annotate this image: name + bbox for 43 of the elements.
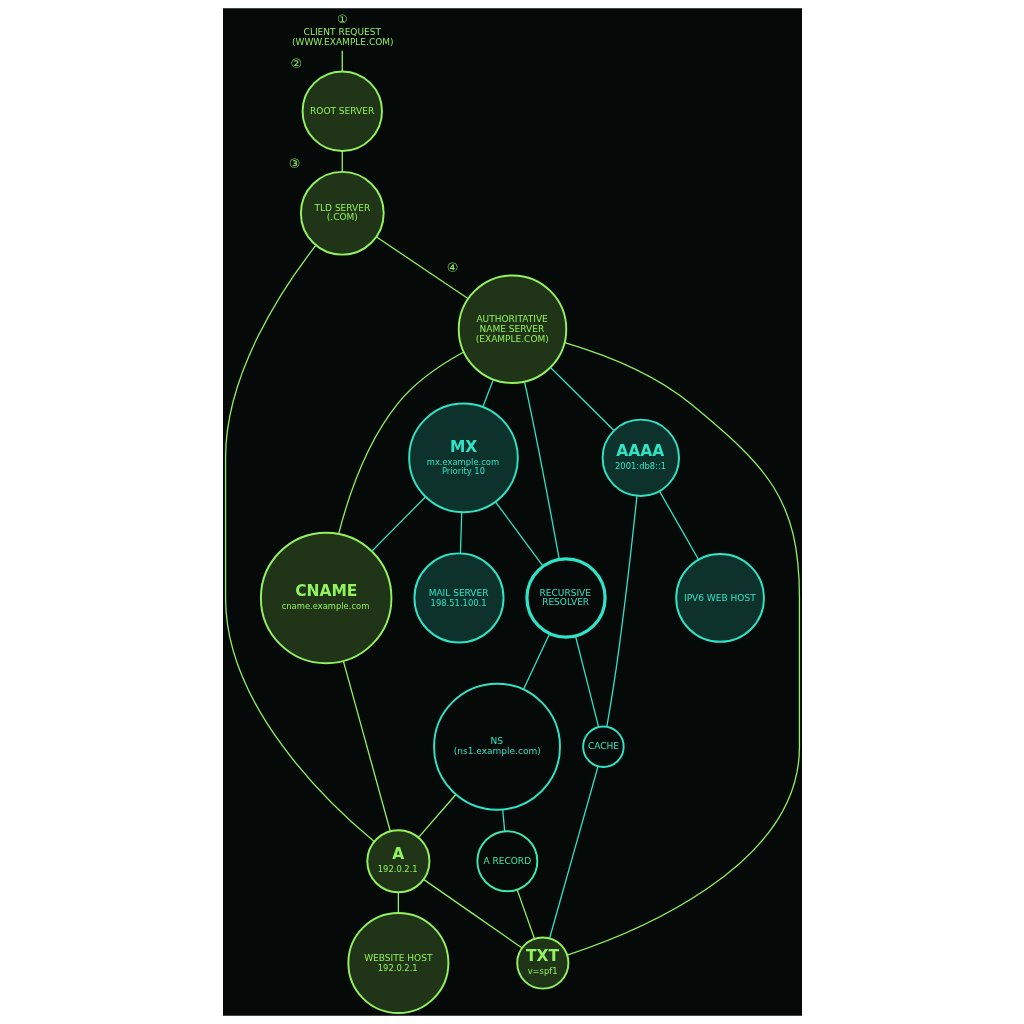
connector xyxy=(574,635,599,728)
node-circle: AAAA 2001:db8::1 xyxy=(601,418,680,498)
node-circle: A RECORD xyxy=(475,830,538,893)
connector xyxy=(370,496,426,552)
connector xyxy=(337,351,464,535)
connector xyxy=(422,878,523,949)
node-circle: TXT v=spf1 xyxy=(515,936,569,990)
node-text: CLIENT REQUEST (WWW.EXAMPLE.COM) xyxy=(291,27,394,48)
node-circle: ROOT SERVER xyxy=(301,70,383,152)
connector xyxy=(341,150,343,173)
node-label: ② xyxy=(290,55,302,71)
connector xyxy=(605,495,638,728)
node-circle: NS (ns1.example.com) xyxy=(432,682,561,811)
connector xyxy=(341,50,343,72)
node-circle: CNAME cname.example.com xyxy=(259,531,392,665)
connector xyxy=(563,341,800,956)
node-circle: IPV6 WEB HOST xyxy=(674,553,765,643)
connector xyxy=(515,888,535,940)
connector xyxy=(522,633,550,691)
node-circle: MX mx.example.com Priority 10 xyxy=(407,402,519,514)
node-label: ① xyxy=(336,12,348,27)
connector xyxy=(549,366,615,432)
node-label: ③ xyxy=(288,155,300,171)
node-circle: CACHE xyxy=(581,725,625,768)
node-circle: MAIL SERVER 198.51.100.1 xyxy=(412,552,504,644)
connector xyxy=(658,490,699,561)
connector xyxy=(375,236,469,300)
node-circle: WEBSITE HOST 192.0.2.1 xyxy=(346,912,449,1014)
node-label: ④ xyxy=(446,259,458,275)
node-circle: AUTHORITATIVE NAME SERVER (EXAMPLE.COM) xyxy=(457,274,567,384)
node-circle: A 192.0.2.1 xyxy=(365,829,430,894)
connector xyxy=(481,379,494,408)
connector xyxy=(417,793,457,839)
connector xyxy=(501,808,505,832)
connector xyxy=(523,381,560,560)
connector xyxy=(494,501,544,567)
connector xyxy=(397,891,399,914)
node-circle: RECURSIVE RESOLVER xyxy=(524,557,607,639)
node-circle: TLD SERVER (.COM) xyxy=(299,170,385,256)
connector xyxy=(224,244,375,843)
connector xyxy=(548,765,599,939)
connector xyxy=(459,511,462,554)
connector xyxy=(342,660,391,832)
